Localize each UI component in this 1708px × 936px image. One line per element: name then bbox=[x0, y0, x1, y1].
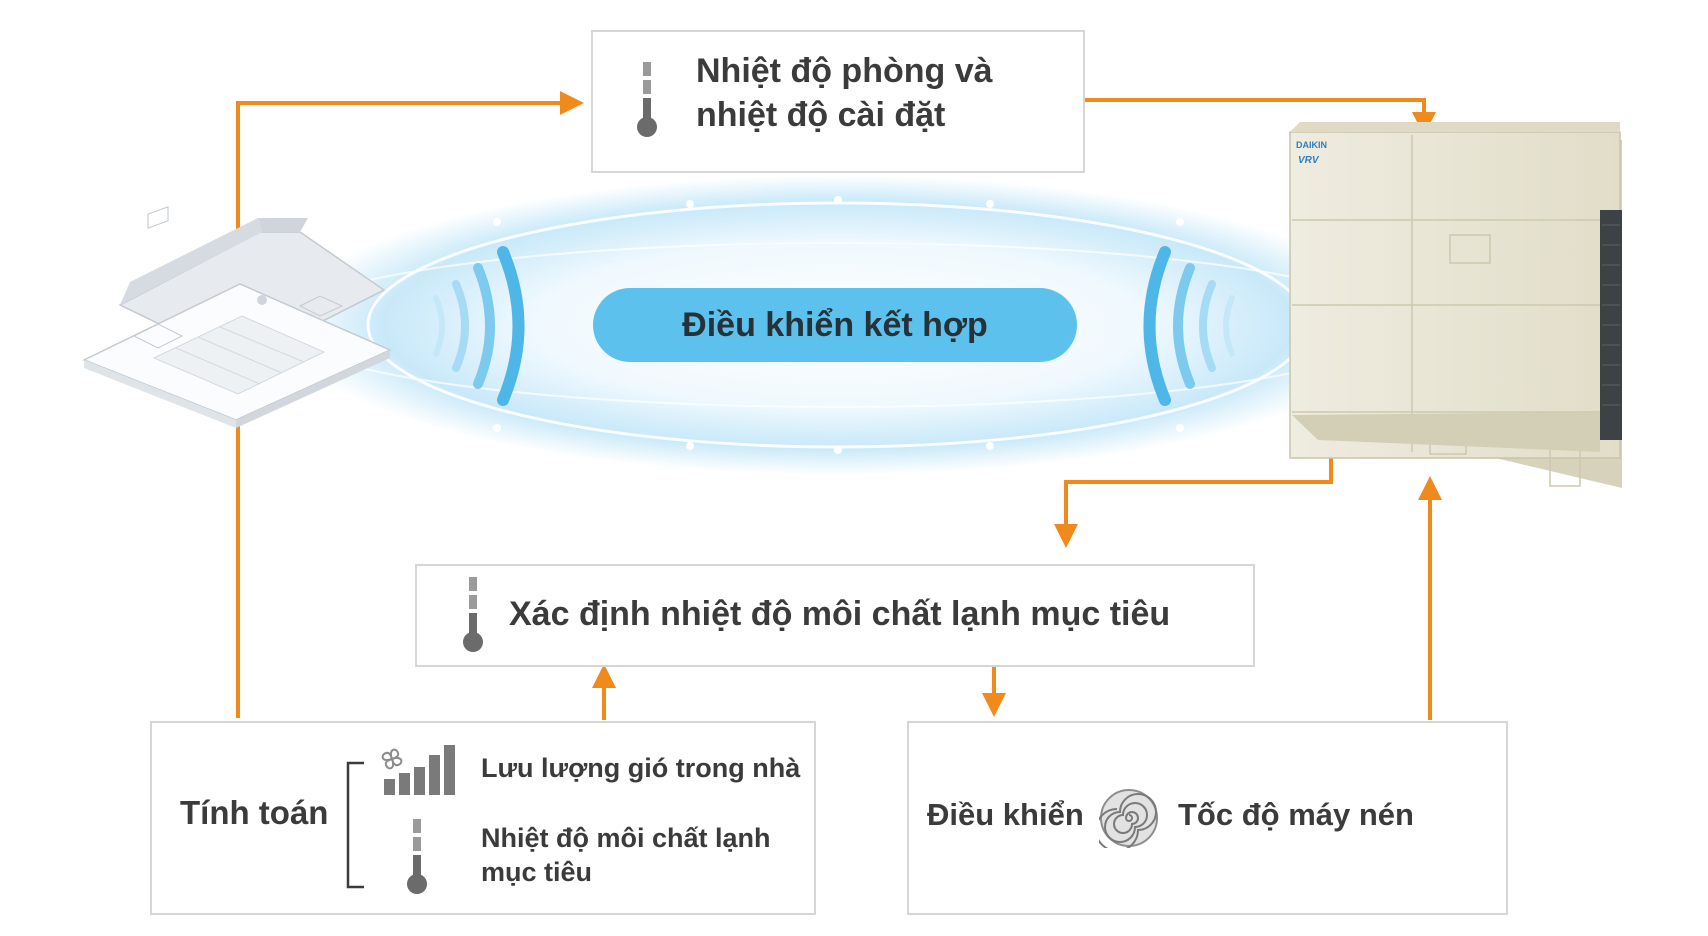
sound-wave-icon bbox=[433, 246, 525, 406]
combined-control-label: Điều khiển kết hợp bbox=[593, 288, 1077, 362]
combined-control-text: Điều khiển kết hợp bbox=[682, 305, 988, 344]
arrow-top-to-outdoor bbox=[1084, 98, 1436, 136]
compressor-spiral-icon bbox=[1099, 789, 1158, 848]
thermometer-icon bbox=[407, 819, 427, 894]
calculation-title: Tính toán bbox=[180, 794, 329, 831]
flow-arrows bbox=[236, 91, 1442, 720]
compressor-control-box: Điều khiển Tốc độ máy nén bbox=[907, 721, 1508, 915]
arrow-indoor-to-top bbox=[236, 91, 584, 718]
model-logo: VRV bbox=[1298, 155, 1320, 166]
indoor-cassette-unit bbox=[82, 206, 392, 428]
thermometer-icon bbox=[637, 62, 657, 137]
target-refrigerant-temp-box: Xác định nhiệt độ môi chất lạnh mục tiêu bbox=[415, 564, 1255, 667]
bracket bbox=[346, 761, 364, 889]
sound-wave-icon bbox=[1143, 246, 1235, 406]
indoor-airflow-label: Lưu lượng gió trong nhà bbox=[481, 753, 801, 783]
arrow-outdoor-to-middle bbox=[1054, 440, 1333, 548]
target-refrigerant-label-line2: mục tiêu bbox=[481, 857, 593, 887]
top-box-line2: nhiệt độ cài đặt bbox=[696, 96, 946, 134]
middle-box-label: Xác định nhiệt độ môi chất lạnh mục tiêu bbox=[509, 595, 1171, 633]
outdoor-vrv-unit: DAIKIN VRV bbox=[1289, 122, 1622, 488]
calculation-box: Tính toán Lưu lượng gió trong nhà Nhiệt … bbox=[150, 721, 816, 915]
brand-logo: DAIKIN bbox=[1296, 140, 1327, 150]
target-refrigerant-label-line1: Nhiệt độ môi chất lạnh bbox=[481, 823, 771, 853]
signal-bars-icon bbox=[384, 745, 455, 795]
control-label: Điều khiển bbox=[927, 797, 1084, 832]
room-and-setpoint-temp-box: Nhiệt độ phòng và nhiệt độ cài đặt bbox=[591, 30, 1085, 173]
compressor-speed-label: Tốc độ máy nén bbox=[1178, 797, 1414, 832]
thermometer-icon bbox=[463, 577, 483, 652]
top-box-line1: Nhiệt độ phòng và bbox=[696, 52, 993, 90]
fan-icon bbox=[381, 748, 403, 770]
